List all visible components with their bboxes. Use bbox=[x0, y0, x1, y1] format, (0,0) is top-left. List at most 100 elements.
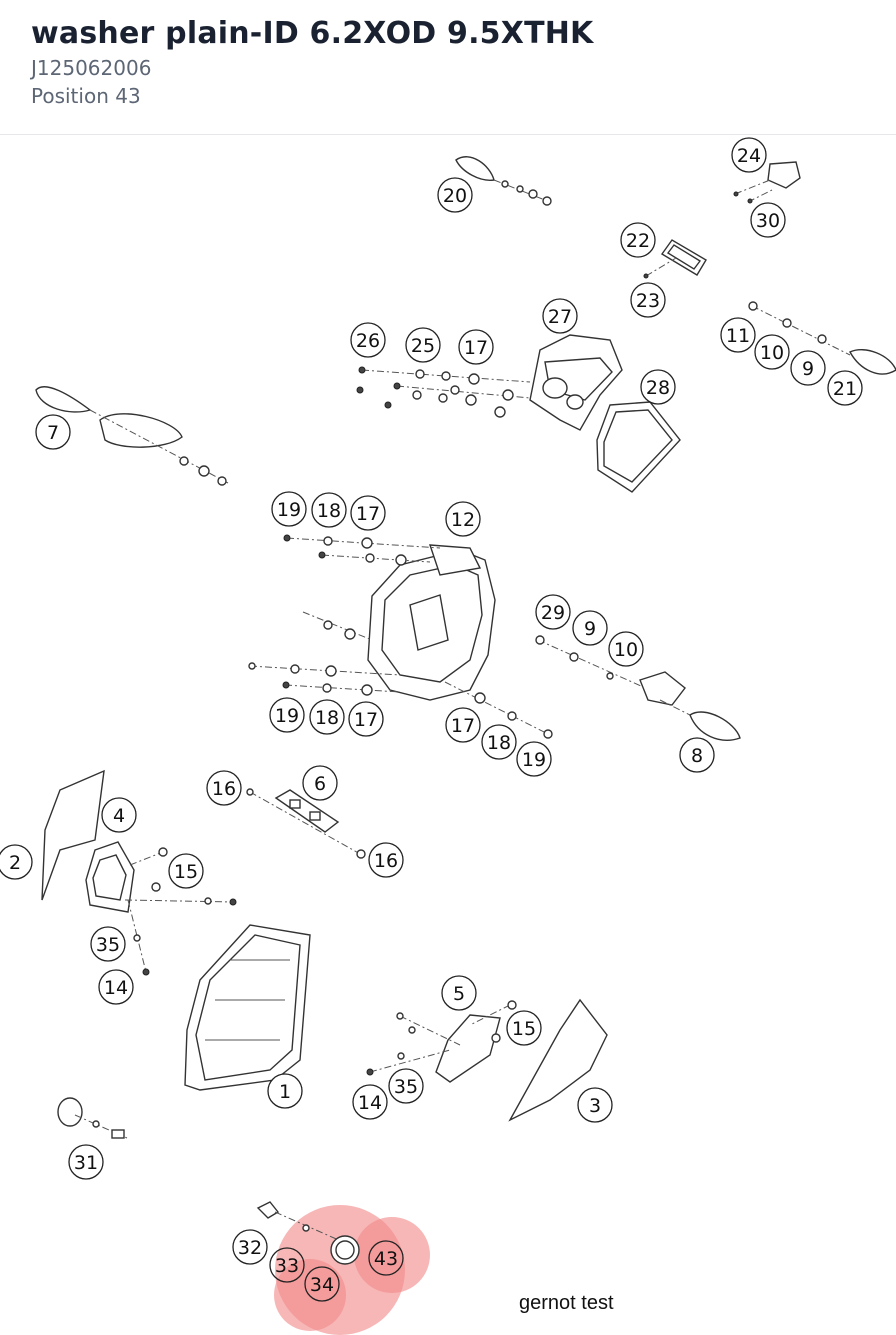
callout-position-6[interactable]: 6 bbox=[302, 765, 338, 801]
callout-position-25[interactable]: 25 bbox=[405, 327, 441, 363]
callout-circle bbox=[368, 1240, 404, 1276]
callout-position-14[interactable]: 14 bbox=[98, 969, 134, 1005]
callout-circle bbox=[368, 842, 404, 878]
callout-position-16[interactable]: 16 bbox=[206, 770, 242, 806]
callout-circle bbox=[679, 737, 715, 773]
callout-circle bbox=[827, 370, 863, 406]
callout-label: 35 bbox=[394, 1076, 418, 1098]
callout-circle bbox=[731, 137, 767, 173]
callout-label: 1 bbox=[279, 1081, 291, 1103]
callout-position-7[interactable]: 7 bbox=[35, 414, 71, 450]
callout-label: 22 bbox=[626, 230, 650, 252]
callout-position-19[interactable]: 19 bbox=[269, 697, 305, 733]
callout-label: 29 bbox=[541, 602, 565, 624]
tail-light-frame bbox=[596, 401, 681, 493]
callout-position-15[interactable]: 15 bbox=[168, 853, 204, 889]
callout-position-28[interactable]: 28 bbox=[640, 369, 676, 405]
callout-label: 17 bbox=[464, 337, 488, 359]
callout-label: 35 bbox=[96, 934, 120, 956]
callout-label: 28 bbox=[646, 377, 670, 399]
indicator-front-left bbox=[639, 671, 741, 741]
callout-position-35[interactable]: 35 bbox=[388, 1068, 424, 1104]
callout-position-1[interactable]: 1 bbox=[267, 1073, 303, 1109]
callout-label: 15 bbox=[174, 861, 198, 883]
callout-circle bbox=[445, 501, 481, 537]
callout-label: 2 bbox=[9, 852, 21, 874]
callout-label: 43 bbox=[374, 1248, 398, 1270]
callout-position-9[interactable]: 9 bbox=[790, 350, 826, 386]
callout-circle bbox=[232, 1229, 268, 1265]
callout-position-35[interactable]: 35 bbox=[90, 926, 126, 962]
callout-position-32[interactable]: 32 bbox=[232, 1229, 268, 1265]
callout-position-3[interactable]: 3 bbox=[577, 1087, 613, 1123]
callout-circle bbox=[445, 707, 481, 743]
callout-position-8[interactable]: 8 bbox=[679, 737, 715, 773]
callout-circle bbox=[206, 770, 242, 806]
grommet-assembly bbox=[57, 1097, 128, 1139]
callout-position-17[interactable]: 17 bbox=[348, 701, 384, 737]
callout-position-22[interactable]: 22 bbox=[620, 222, 656, 258]
callout-position-14[interactable]: 14 bbox=[352, 1084, 388, 1120]
callout-position-26[interactable]: 26 bbox=[350, 322, 386, 358]
callout-label: 33 bbox=[275, 1255, 299, 1277]
callout-label: 17 bbox=[356, 503, 380, 525]
callout-circle bbox=[405, 327, 441, 363]
headlight-bracket bbox=[367, 544, 496, 701]
callout-position-29[interactable]: 29 bbox=[535, 594, 571, 630]
indicator-front-right bbox=[455, 156, 552, 206]
callout-position-30[interactable]: 30 bbox=[750, 202, 786, 238]
callout-circle bbox=[267, 1073, 303, 1109]
callout-circle bbox=[35, 414, 71, 450]
callout-circle bbox=[481, 724, 517, 760]
callout-label: 18 bbox=[487, 732, 511, 754]
callout-position-10[interactable]: 10 bbox=[608, 631, 644, 667]
callout-position-33[interactable]: 33 bbox=[269, 1247, 305, 1283]
callout-position-17[interactable]: 17 bbox=[458, 329, 494, 365]
callout-position-12[interactable]: 12 bbox=[445, 501, 481, 537]
callout-position-24[interactable]: 24 bbox=[731, 137, 767, 173]
callout-position-17[interactable]: 17 bbox=[350, 495, 386, 531]
callout-circle bbox=[311, 492, 347, 528]
callout-label: 27 bbox=[548, 306, 572, 328]
side-cover-right bbox=[508, 998, 608, 1122]
callout-label: 6 bbox=[314, 773, 326, 795]
callout-position-19[interactable]: 19 bbox=[271, 491, 307, 527]
callout-label: 8 bbox=[691, 745, 703, 767]
callout-position-15[interactable]: 15 bbox=[506, 1010, 542, 1046]
callout-label: 34 bbox=[310, 1274, 334, 1296]
callout-position-18[interactable]: 18 bbox=[309, 699, 345, 735]
callout-position-23[interactable]: 23 bbox=[630, 282, 666, 318]
callout-circle bbox=[350, 322, 386, 358]
callout-position-17[interactable]: 17 bbox=[445, 707, 481, 743]
callout-position-11[interactable]: 11 bbox=[720, 317, 756, 353]
callout-label: 25 bbox=[411, 335, 435, 357]
callout-position-18[interactable]: 18 bbox=[481, 724, 517, 760]
callout-position-43[interactable]: 43 bbox=[368, 1240, 404, 1276]
callout-label: 16 bbox=[374, 850, 398, 872]
callout-position-4[interactable]: 4 bbox=[101, 797, 137, 833]
callout-position-19[interactable]: 19 bbox=[516, 741, 552, 777]
callout-position-10[interactable]: 10 bbox=[754, 334, 790, 370]
callout-position-34[interactable]: 34 bbox=[304, 1266, 340, 1302]
callout-circle bbox=[98, 969, 134, 1005]
callout-position-27[interactable]: 27 bbox=[542, 298, 578, 334]
callout-label: 10 bbox=[760, 342, 784, 364]
callout-position-18[interactable]: 18 bbox=[311, 492, 347, 528]
fastener-row-tail bbox=[356, 366, 531, 418]
callout-position-16[interactable]: 16 bbox=[368, 842, 404, 878]
headlight-mask bbox=[184, 924, 311, 1091]
callout-circle bbox=[620, 222, 656, 258]
callout-label: 23 bbox=[636, 290, 660, 312]
callout-position-31[interactable]: 31 bbox=[68, 1144, 104, 1180]
callout-label: 21 bbox=[833, 378, 857, 400]
callout-label: 3 bbox=[589, 1095, 601, 1117]
callout-position-5[interactable]: 5 bbox=[441, 975, 477, 1011]
callout-position-20[interactable]: 20 bbox=[437, 177, 473, 213]
callout-position-21[interactable]: 21 bbox=[827, 370, 863, 406]
callout-label: 16 bbox=[212, 778, 236, 800]
callout-circle bbox=[350, 495, 386, 531]
callout-label: 26 bbox=[356, 330, 380, 352]
callout-circle bbox=[271, 491, 307, 527]
callout-position-2[interactable]: 2 bbox=[0, 844, 33, 880]
callout-position-9[interactable]: 9 bbox=[572, 610, 608, 646]
